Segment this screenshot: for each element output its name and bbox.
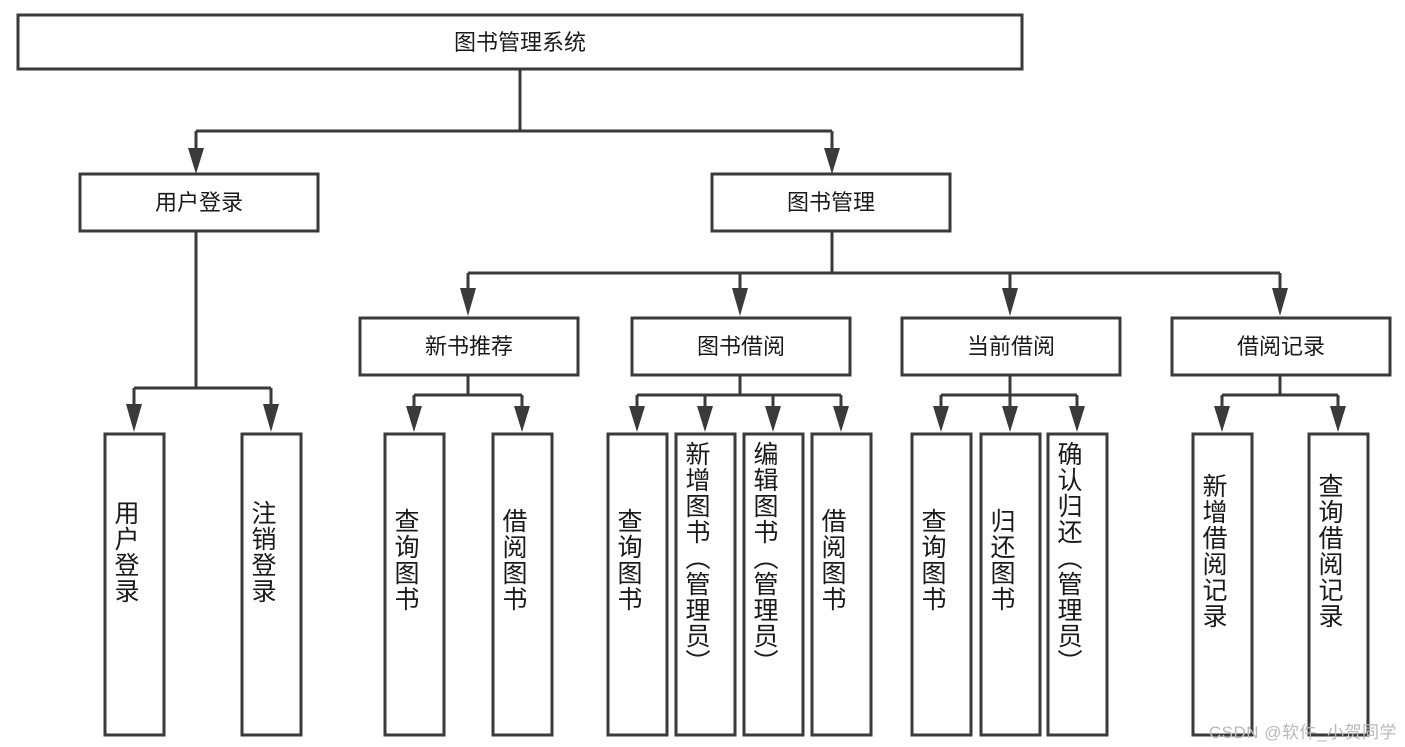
node-book-management-label: 图书管理 xyxy=(787,190,875,215)
watermark-text: CSDN @软件_小贺同学 xyxy=(1208,723,1397,742)
leaf-box-book-borrow-2[interactable] xyxy=(674,432,737,737)
leaf-box-new-book-1[interactable] xyxy=(383,432,446,737)
connectors-borrowrecord-to-leaves xyxy=(1214,375,1346,432)
node-new-book-recommend[interactable]: 新书推荐 xyxy=(358,316,580,377)
connectors-currentborrow-to-leaves xyxy=(933,375,1085,432)
leaf-box-borrow-record-2[interactable] xyxy=(1307,432,1370,737)
node-book-borrow-label: 图书借阅 xyxy=(697,334,785,359)
leaf-box-book-borrow-3[interactable] xyxy=(742,432,805,737)
connectors-newbook-to-leaves xyxy=(406,375,530,432)
node-book-borrow[interactable]: 图书借阅 xyxy=(630,316,852,377)
connectors-level2-to-level3 xyxy=(460,231,1288,316)
node-root[interactable]: 图书管理系统 xyxy=(16,13,1024,71)
node-user-login-label: 用户登录 xyxy=(155,190,243,215)
leaf-box-borrow-record-1[interactable] xyxy=(1191,432,1254,737)
node-book-management[interactable]: 图书管理 xyxy=(710,172,952,233)
leaf-box-book-borrow-4[interactable] xyxy=(810,432,873,737)
node-current-borrow-label: 当前借阅 xyxy=(967,334,1055,359)
leaf-box-new-book-2[interactable] xyxy=(491,432,554,737)
leaf-box-user-login-1[interactable] xyxy=(103,432,166,737)
node-root-label: 图书管理系统 xyxy=(454,30,586,55)
node-new-book-recommend-label: 新书推荐 xyxy=(425,334,513,359)
leaf-box-current-borrow-2[interactable] xyxy=(979,432,1042,737)
leaf-box-book-borrow-1[interactable] xyxy=(606,432,669,737)
leaf-box-user-login-2[interactable] xyxy=(240,432,303,737)
leaf-box-current-borrow-1[interactable] xyxy=(910,432,973,737)
connectors-bookborrow-to-leaves xyxy=(629,375,849,432)
leaf-box-current-borrow-3[interactable] xyxy=(1046,432,1109,737)
node-borrow-record-label: 借阅记录 xyxy=(1237,334,1325,359)
node-borrow-record[interactable]: 借阅记录 xyxy=(1170,316,1392,377)
node-user-login[interactable]: 用户登录 xyxy=(78,172,320,233)
connectors-root-to-level2 xyxy=(188,69,840,174)
node-current-borrow[interactable]: 当前借阅 xyxy=(900,316,1122,377)
connectors-userlogin-to-leaves xyxy=(126,231,279,432)
